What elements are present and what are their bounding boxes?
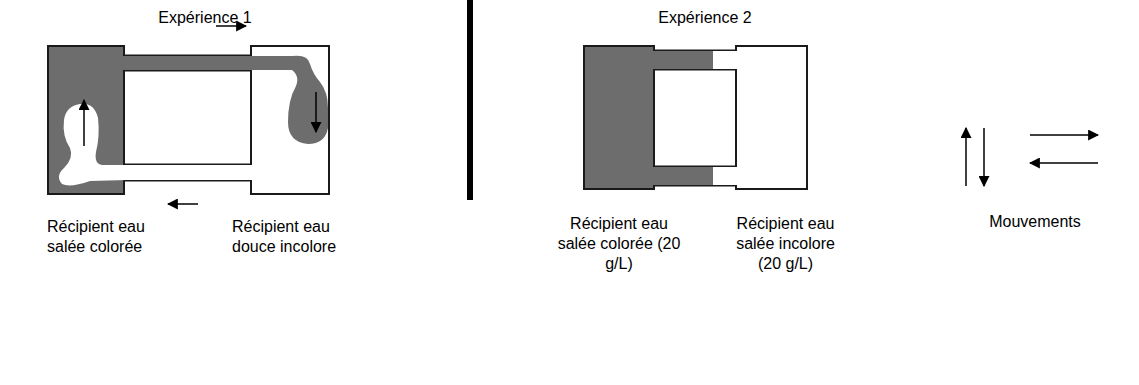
experiment-title: Expérience 1 xyxy=(115,8,295,28)
colored-plume xyxy=(246,56,328,144)
legend-label: Mouvements xyxy=(960,212,1110,232)
pipe-opening xyxy=(123,56,126,70)
pipe-opening xyxy=(735,51,738,69)
container-caption: Récipient eau douce incolore xyxy=(232,217,357,257)
pipe-opening xyxy=(250,56,253,70)
container-caption: Récipient eau salée incolore (20 g/L) xyxy=(723,214,848,274)
pipe-water xyxy=(655,51,735,69)
pipe-water xyxy=(125,56,250,70)
separator-bar xyxy=(467,0,473,200)
container-box: Récipient eau salée colorée (20 g/L) xyxy=(583,45,655,190)
label-holder: Mouvements xyxy=(960,212,1110,232)
pipe-opening xyxy=(653,167,656,185)
movement-arrow xyxy=(965,128,967,186)
flow-arrow xyxy=(168,203,198,205)
flow-arrow xyxy=(83,100,85,146)
movement-arrow xyxy=(983,128,985,186)
pipe-wall xyxy=(655,166,735,187)
pipe-wall xyxy=(655,50,735,71)
container-box: Récipient eau salée colorée xyxy=(47,45,125,195)
pipe-opening xyxy=(735,167,738,185)
connecting-pipe xyxy=(655,60,735,61)
pipe-water xyxy=(655,167,735,185)
connecting-pipe xyxy=(125,63,250,64)
pipe-opening xyxy=(653,51,656,69)
container-box: Récipient eau douce incolore xyxy=(250,45,330,195)
experiment-title: Expérience 2 xyxy=(615,8,795,28)
connecting-pipe xyxy=(655,176,735,177)
label-holder: Expérience 2 xyxy=(615,8,795,28)
container-caption: Récipient eau salée colorée (20 g/L) xyxy=(557,214,682,274)
caption-holder: Récipient eau salée incolore (20 g/L) xyxy=(723,214,848,274)
container-box: Récipient eau salée incolore (20 g/L) xyxy=(735,45,808,190)
pipe-wall xyxy=(125,55,250,72)
connecting-pipe xyxy=(125,172,250,173)
caption-holder: Récipient eau salée colorée xyxy=(47,217,172,257)
pipe-water xyxy=(125,165,250,180)
pipe-opening xyxy=(123,165,126,180)
clear-plume xyxy=(59,104,127,186)
flow-arrow xyxy=(315,92,317,132)
movement-arrow xyxy=(1030,162,1098,164)
pipe-wall xyxy=(125,164,250,182)
pipe-mouths xyxy=(123,51,738,185)
pipe-opening xyxy=(250,165,253,180)
caption-holder: Récipient eau salée colorée (20 g/L) xyxy=(557,214,682,274)
flow-arrow xyxy=(216,25,246,27)
label-holder: Expérience 1 xyxy=(115,8,295,28)
caption-holder: Récipient eau douce incolore xyxy=(232,217,357,257)
container-caption: Récipient eau salée colorée xyxy=(47,217,172,257)
movement-arrow xyxy=(1030,134,1098,136)
